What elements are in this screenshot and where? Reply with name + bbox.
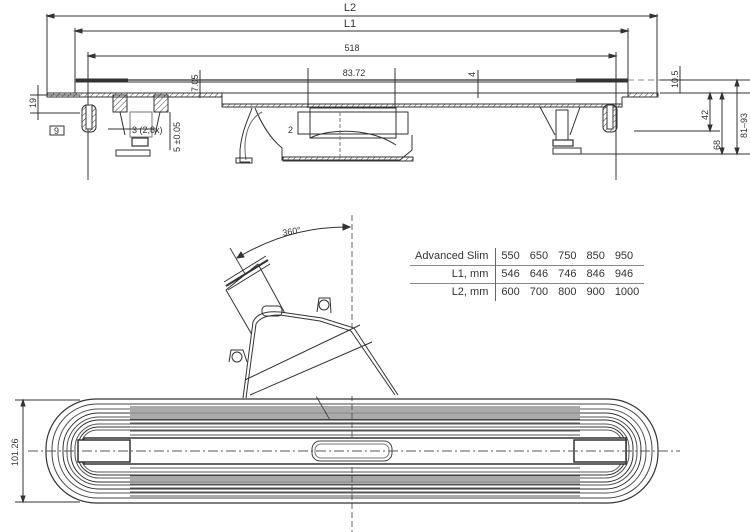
- table-row: L1, mm 546 646 746 846 946: [410, 265, 645, 284]
- cell: 800: [553, 283, 582, 301]
- dim-L1: [73, 28, 630, 92]
- label-L2: L2: [344, 2, 356, 14]
- label-L1: L1: [344, 18, 356, 30]
- table-row: L2, mm 600 700 800 900 1000: [410, 283, 645, 301]
- label-518: 518: [344, 43, 359, 53]
- table-row: Advanced Slim 550 650 750 850 950: [410, 248, 644, 266]
- dim-L2: [45, 13, 659, 96]
- cell: 650: [529, 250, 549, 262]
- label-81-93: 81–93: [739, 113, 749, 138]
- cell: 700: [524, 283, 554, 301]
- label-19: 19: [28, 98, 38, 108]
- label-360deg: 360°: [282, 225, 302, 238]
- cell: 946: [609, 265, 645, 284]
- rotating-outlet-view: [223, 215, 399, 532]
- label-101-26: 101.26: [10, 438, 20, 466]
- label-83-72: 83.72: [343, 68, 366, 78]
- label-7-05: 7.05: [190, 74, 200, 92]
- spec-table: Advanced Slim 550 650 750 850 950 L1, mm…: [410, 248, 645, 301]
- cell: 750: [558, 250, 577, 262]
- cell: 546: [495, 265, 525, 284]
- section-view: [30, 13, 750, 180]
- label-screw: 3 (2,8x): [132, 125, 163, 135]
- cell: 850: [586, 250, 605, 262]
- cell: 646: [524, 265, 554, 284]
- label-5-tol: 5 ±0.05: [172, 122, 182, 152]
- cell: 746: [553, 265, 582, 284]
- cell: 1000: [609, 283, 645, 301]
- cell: 600: [495, 283, 525, 301]
- row-label: Advanced Slim: [410, 248, 497, 266]
- label-slope: 2: [288, 125, 293, 135]
- row-label: L1, mm: [410, 265, 497, 284]
- label-68: 68: [712, 140, 722, 150]
- cell: 900: [581, 283, 610, 301]
- cell: 550: [501, 250, 520, 262]
- cell: 950: [614, 250, 634, 262]
- row-label: L2, mm: [410, 283, 497, 301]
- label-10-5: 10.5: [670, 70, 680, 88]
- plan-view: [15, 398, 680, 504]
- cell: 846: [581, 265, 610, 284]
- outlet-body: [235, 107, 414, 164]
- label-4: 4: [467, 72, 477, 77]
- label-9: 9: [54, 126, 59, 136]
- label-42: 42: [700, 110, 710, 120]
